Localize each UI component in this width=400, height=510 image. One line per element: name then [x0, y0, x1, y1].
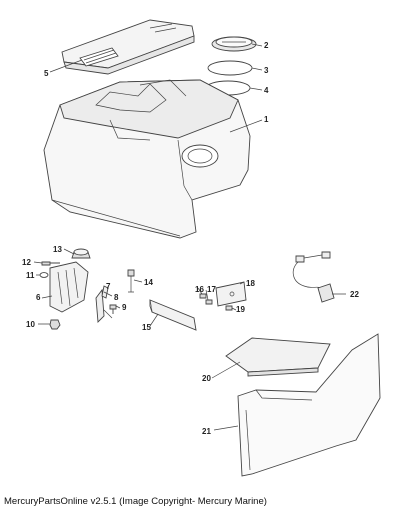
part-8[interactable]: [101, 285, 109, 299]
parts-diagram: 5 2 3 4 1 13 12 11 6 10 7 8 9 14 15 16 1…: [22, 19, 381, 477]
callout-14: 14: [144, 278, 153, 287]
part-7[interactable]: [95, 288, 105, 324]
grommet-part-13[interactable]: [71, 248, 91, 259]
panel-part-21[interactable]: [237, 333, 381, 477]
callout-22: 22: [350, 290, 359, 299]
callout-8: 8: [114, 293, 119, 302]
stud-part-14[interactable]: [127, 269, 135, 293]
callout-9: 9: [122, 303, 127, 312]
callout-1: 1: [264, 115, 269, 124]
leader-lines: [33, 43, 346, 431]
callout-20: 20: [202, 374, 211, 383]
callout-3: 3: [264, 66, 269, 75]
plate-part-18[interactable]: [215, 281, 247, 307]
screw-part-9[interactable]: [109, 304, 117, 314]
callout-11: 11: [26, 271, 35, 280]
callout-2: 2: [264, 41, 269, 50]
bracket-part-15[interactable]: [149, 299, 197, 331]
cover-part-5[interactable]: [61, 19, 195, 75]
bracket-part-6[interactable]: [49, 261, 89, 313]
nut-part-10[interactable]: [49, 319, 61, 330]
top-cowl-part-1[interactable]: [43, 79, 251, 239]
washer-part-11[interactable]: [39, 272, 49, 278]
callout-19: 19: [236, 305, 245, 314]
callout-6: 6: [36, 293, 41, 302]
callout-17: 17: [207, 285, 216, 294]
callout-10: 10: [26, 320, 35, 329]
screw-part-12[interactable]: [41, 261, 60, 266]
callout-16: 16: [195, 285, 204, 294]
part-17[interactable]: [205, 299, 213, 305]
harness-part-22[interactable]: [292, 251, 335, 303]
callout-18: 18: [246, 279, 255, 288]
callout-5: 5: [44, 69, 49, 78]
callout-21: 21: [202, 427, 211, 436]
callout-4: 4: [264, 86, 269, 95]
callout-7: 7: [106, 282, 111, 291]
screw-part-16[interactable]: [199, 293, 207, 299]
ring-part-3[interactable]: [207, 60, 253, 76]
cap-part-2[interactable]: [211, 36, 257, 52]
callout-13: 13: [53, 245, 62, 254]
callout-15: 15: [142, 323, 151, 332]
screw-part-19[interactable]: [225, 305, 233, 311]
pad-part-20[interactable]: [225, 337, 331, 377]
image-caption: MercuryPartsOnline v2.5.1 (Image Copyrig…: [4, 496, 267, 507]
callout-12: 12: [22, 258, 31, 267]
